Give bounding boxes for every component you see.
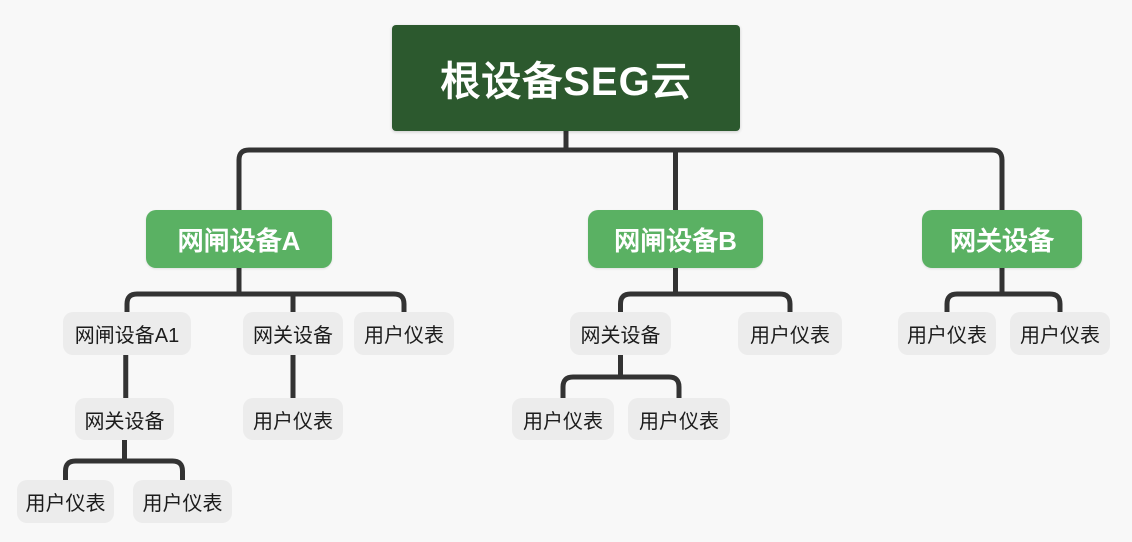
connector-line	[560, 374, 682, 398]
connector-line	[618, 291, 793, 312]
tree-node-meter-b1[interactable]: 用户仪表	[512, 398, 614, 440]
tree-node-meter-b[interactable]: 用户仪表	[738, 312, 842, 355]
tree-node-meter-a1a[interactable]: 用户仪表	[17, 480, 114, 523]
tree-node-gateway-r[interactable]: 网关设备	[922, 210, 1082, 268]
connector-line	[236, 147, 1005, 210]
tree-node-meter-ga[interactable]: 用户仪表	[243, 398, 343, 440]
connector-line	[63, 458, 185, 480]
tree-node-gateway-b[interactable]: 网关设备	[570, 312, 671, 355]
tree-node-gateway-a1[interactable]: 网关设备	[75, 398, 174, 440]
tree-node-root[interactable]: 根设备SEG云	[392, 25, 740, 131]
tree-node-gatekeeper-b[interactable]: 网闸设备B	[588, 210, 763, 268]
tree-node-gateway-a[interactable]: 网关设备	[243, 312, 343, 355]
tree-node-meter-r2[interactable]: 用户仪表	[1010, 312, 1110, 355]
tree-node-meter-b2[interactable]: 用户仪表	[628, 398, 730, 440]
connector-line	[944, 291, 1063, 312]
tree-node-meter-r1[interactable]: 用户仪表	[898, 312, 996, 355]
tree-node-gatekeeper-a[interactable]: 网闸设备A	[146, 210, 332, 268]
connector-line	[124, 291, 407, 312]
tree-node-meter-a1b[interactable]: 用户仪表	[133, 480, 232, 523]
tree-node-gatekeeper-a1[interactable]: 网闸设备A1	[63, 312, 191, 355]
tree-node-meter-a[interactable]: 用户仪表	[354, 312, 454, 355]
